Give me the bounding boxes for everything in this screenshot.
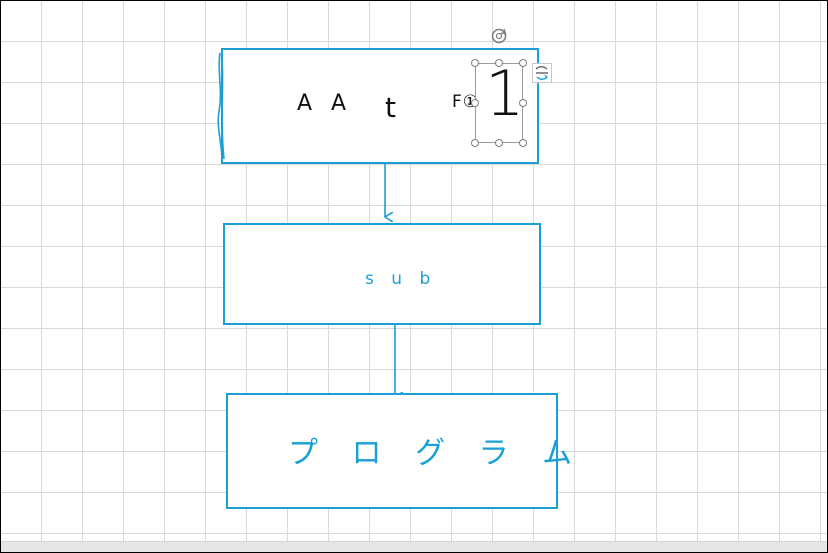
resize-handle-middle-left[interactable] — [471, 99, 479, 107]
resize-handle-top-left[interactable] — [471, 59, 479, 67]
resize-handle-middle-right[interactable] — [519, 99, 527, 107]
resize-handle-top-right[interactable] — [519, 59, 527, 67]
top-box-text-t: t — [385, 91, 396, 124]
sub-box-label: s u b — [365, 269, 437, 289]
sub-process-box[interactable] — [223, 223, 541, 325]
freehand-stroke[interactable] — [217, 52, 225, 165]
program-process-box[interactable] — [226, 393, 558, 509]
layout-options-button[interactable] — [532, 63, 552, 83]
selection-frame — [475, 63, 523, 143]
resize-handle-top-center[interactable] — [495, 59, 503, 67]
resize-handle-bottom-right[interactable] — [519, 139, 527, 147]
drawing-canvas[interactable]: A A t F① 1 s u b — [1, 1, 827, 541]
top-box-text-f: F① — [452, 92, 480, 112]
top-box-selected-text[interactable]: 1 — [485, 57, 525, 130]
top-process-box[interactable] — [221, 48, 539, 164]
connectors-layer — [1, 164, 827, 541]
program-box-label: プ ロ グ ラ ム — [288, 436, 585, 471]
top-box-text-aa: A A — [297, 91, 353, 116]
freehand-stroke-layer — [217, 52, 225, 165]
resize-handle-bottom-left[interactable] — [471, 139, 479, 147]
layout-options-icon — [535, 66, 548, 80]
resize-handle-bottom-center[interactable] — [495, 139, 503, 147]
horizontal-scrollbar[interactable] — [1, 541, 827, 552]
rotate-icon[interactable] — [489, 26, 509, 46]
